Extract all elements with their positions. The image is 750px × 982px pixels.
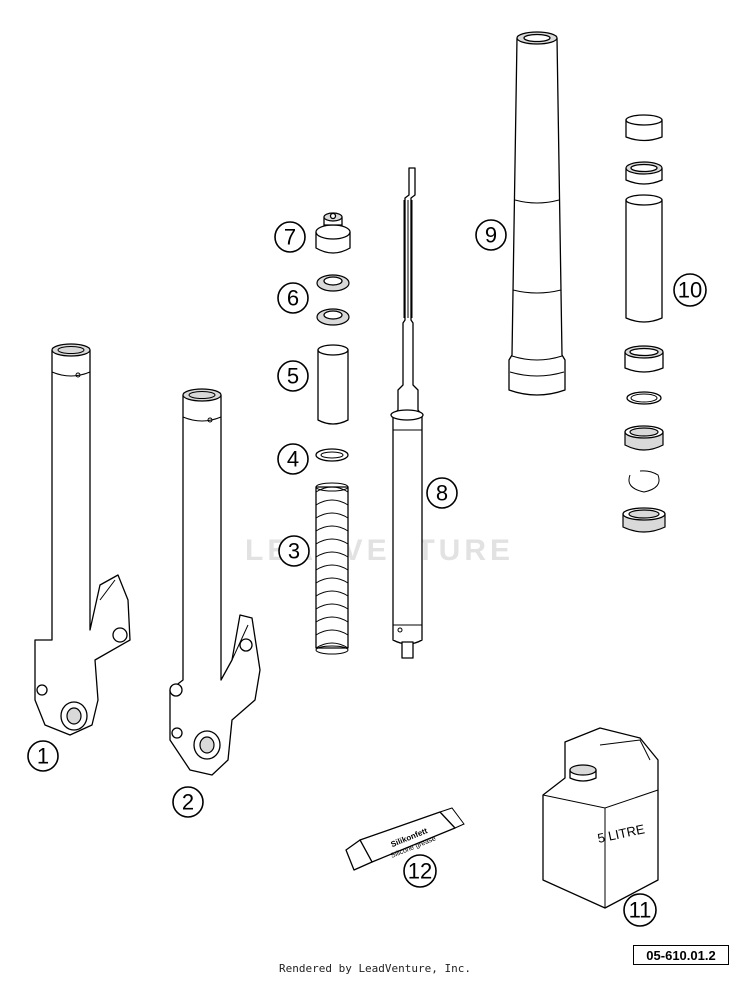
spacer-tube[interactable] — [317, 344, 349, 425]
svg-text:1: 1 — [37, 744, 49, 769]
callout-12[interactable]: 12 — [403, 854, 437, 888]
callout-9[interactable]: 9 — [475, 219, 507, 251]
fork-leg-left[interactable] — [34, 343, 131, 736]
screw-cap[interactable] — [315, 212, 351, 254]
svg-text:2: 2 — [182, 790, 194, 815]
callout-5[interactable]: 5 — [277, 360, 309, 392]
callout-7[interactable]: 7 — [274, 221, 306, 253]
outer-tube[interactable] — [508, 31, 566, 396]
silicone-grease-tube[interactable]: Silikonfett Silicone grease — [345, 807, 465, 871]
svg-text:7: 7 — [284, 225, 296, 250]
svg-text:5: 5 — [287, 364, 299, 389]
footer-credit: Rendered by LeadVenture, Inc. — [278, 962, 472, 975]
diagram-code-box: 05-610.01.2 — [633, 945, 729, 965]
svg-text:12: 12 — [408, 859, 432, 884]
callout-10[interactable]: 10 — [673, 273, 707, 307]
callout-6[interactable]: 6 — [277, 282, 309, 314]
fork-oil-can[interactable]: 5 LITRE — [542, 727, 659, 909]
svg-text:10: 10 — [678, 278, 702, 303]
fork-spring[interactable] — [315, 482, 349, 655]
seal-kit[interactable] — [622, 114, 666, 533]
svg-text:9: 9 — [485, 223, 497, 248]
damper-cartridge[interactable] — [390, 167, 424, 659]
callout-1[interactable]: 1 — [27, 740, 59, 772]
svg-text:8: 8 — [436, 481, 448, 506]
svg-text:11: 11 — [629, 898, 652, 923]
callout-3[interactable]: 3 — [278, 535, 310, 567]
callout-4[interactable]: 4 — [277, 443, 309, 475]
fork-leg-right[interactable] — [169, 388, 261, 776]
callout-2[interactable]: 2 — [172, 786, 204, 818]
washer[interactable] — [315, 448, 349, 462]
washer-pair[interactable] — [316, 274, 350, 326]
svg-text:3: 3 — [288, 539, 300, 564]
callout-11[interactable]: 11 — [623, 893, 657, 927]
callout-8[interactable]: 8 — [426, 477, 458, 509]
svg-text:6: 6 — [287, 286, 299, 311]
svg-text:4: 4 — [287, 447, 299, 472]
